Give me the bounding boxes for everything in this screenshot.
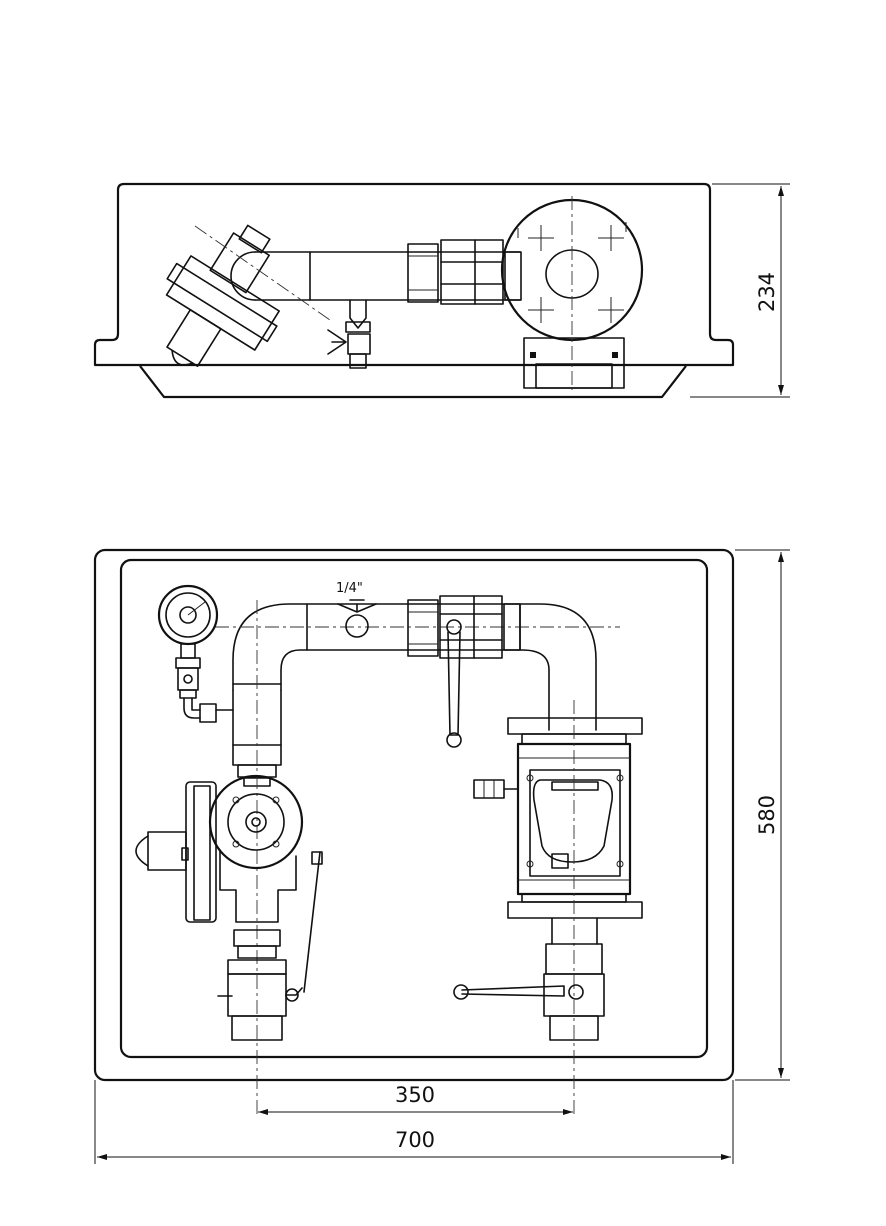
pipe-top <box>254 251 521 301</box>
upper-flange <box>507 717 643 735</box>
dim-height-front: 580 <box>755 795 779 835</box>
ball-valve-upper <box>446 619 462 748</box>
top-view: 234 <box>93 182 790 399</box>
coupling-top <box>407 243 439 303</box>
thread-size-label: 1/4" <box>336 581 363 596</box>
drain-tee-top <box>349 299 367 329</box>
union-nut-front <box>439 595 503 659</box>
pressure-gauge <box>157 584 234 723</box>
dim-axis-spacing: 350 <box>395 1083 435 1107</box>
cabinet-outline-top <box>93 182 735 367</box>
cabinet-base-top <box>139 365 687 399</box>
tee-cock-front <box>337 599 377 638</box>
regulator-top <box>165 224 280 367</box>
meter-counter <box>551 781 599 791</box>
front-view: 1/4" <box>93 548 790 1164</box>
meter-mount-top <box>523 337 625 389</box>
upper-pipe-front <box>232 603 597 719</box>
gas-regulator-front <box>135 774 304 923</box>
lower-flange <box>507 901 643 919</box>
union-nut-top <box>440 239 504 305</box>
cabinet-outer-front <box>93 548 735 1082</box>
impulse-tap <box>473 779 505 799</box>
dim-height-top: 234 <box>755 272 779 312</box>
dim-overall-width: 700 <box>395 1128 435 1152</box>
coupling-front <box>407 599 439 657</box>
cabinet-inner-front <box>119 558 709 1059</box>
